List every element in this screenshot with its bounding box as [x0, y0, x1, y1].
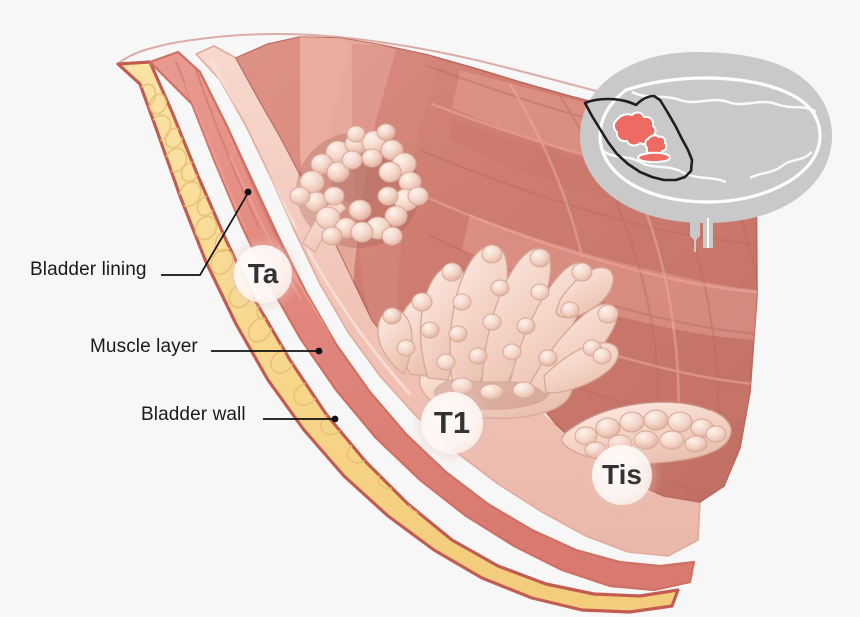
- leader-dot-wall: [331, 415, 339, 423]
- leader-lines: [161, 192, 334, 420]
- bladder-overview-inset: [580, 52, 832, 252]
- leader-bladder-lining: [161, 192, 249, 276]
- inset-urethra: [690, 216, 700, 252]
- leader-dot-lining: [244, 188, 252, 196]
- label-bladder-wall: Bladder wall: [141, 404, 246, 425]
- t1-frond-beads: [382, 244, 619, 401]
- inset-cutaway-outline: [583, 94, 694, 182]
- stage-badge-t1: T1: [421, 392, 483, 454]
- leader-dots: [244, 188, 339, 423]
- stage-badge-ta: Ta: [234, 245, 292, 303]
- inset-tumours: [612, 111, 671, 164]
- tis-upper-edge: [565, 401, 711, 433]
- inset-bladder-lining: [598, 76, 822, 204]
- ta-lobules: [289, 123, 429, 246]
- leader-dot-muscle: [315, 347, 323, 355]
- tumour-ta: [289, 123, 429, 253]
- tumour-tis: [561, 401, 732, 464]
- label-bladder-lining: Bladder lining: [30, 259, 147, 280]
- label-muscle-layer: Muscle layer: [90, 336, 198, 357]
- stage-badge-tis: Tis: [592, 445, 652, 505]
